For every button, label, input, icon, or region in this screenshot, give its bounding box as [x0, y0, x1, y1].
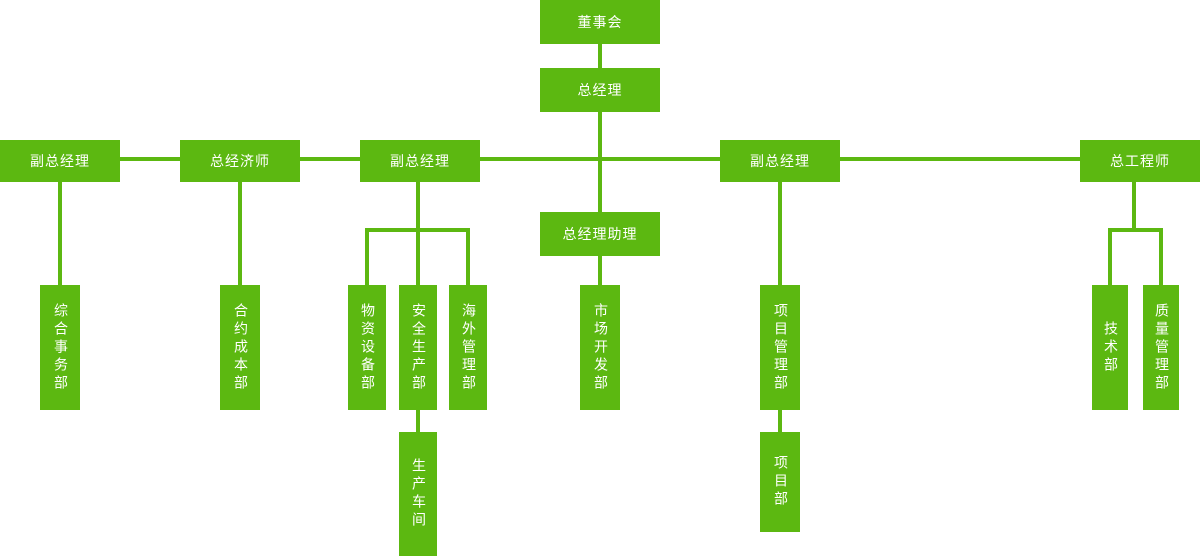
- connector-engineer-down: [1132, 182, 1136, 232]
- node-quality-management: 质量管理部: [1143, 285, 1179, 410]
- node-project-management: 项目管理部: [760, 285, 800, 410]
- connector-gm-assistant: [598, 112, 602, 212]
- node-deputy-gm-left-label: 副总经理: [30, 154, 90, 170]
- node-market-development: 市场开发部: [580, 285, 620, 410]
- connector-split-technology: [1108, 228, 1112, 285]
- connector-safety-workshop: [416, 410, 420, 432]
- node-chief-economist: 总经济师: [180, 140, 300, 182]
- node-general-affairs: 综合事务部: [40, 285, 80, 410]
- connector-split-quality: [1159, 228, 1163, 285]
- node-board-label: 董事会: [577, 15, 623, 31]
- connector-project-mgmt-project: [778, 410, 782, 432]
- node-project-dept-label: 项目部: [772, 455, 788, 509]
- node-deputy-gm-mid: 副总经理: [360, 140, 480, 182]
- connector-dgm-left-general-affairs: [58, 182, 62, 285]
- node-gm-assistant-label: 总经理助理: [562, 227, 638, 243]
- connector-mid-split-horizontal: [365, 228, 470, 232]
- connector-engineer-split-horizontal: [1108, 228, 1163, 232]
- connector-split-overseas: [466, 228, 470, 285]
- node-gm-assistant: 总经理助理: [540, 212, 660, 256]
- connector-economist-contract: [238, 182, 242, 285]
- connector-dgm-right-project-mgmt: [778, 182, 782, 285]
- node-chief-engineer-label: 总工程师: [1110, 154, 1170, 170]
- node-deputy-gm-left: 副总经理: [0, 140, 120, 182]
- node-general-affairs-label: 综合事务部: [52, 302, 68, 393]
- node-technology: 技术部: [1092, 285, 1128, 410]
- connector-dgm-mid-safety: [416, 182, 420, 285]
- node-chief-economist-label: 总经济师: [210, 154, 270, 170]
- node-deputy-gm-mid-label: 副总经理: [390, 154, 450, 170]
- node-production-workshop: 生产车间: [399, 432, 437, 556]
- node-general-manager: 总经理: [540, 68, 660, 112]
- node-production-workshop-label: 生产车间: [410, 458, 426, 530]
- node-general-manager-label: 总经理: [577, 83, 623, 99]
- node-chief-engineer: 总工程师: [1080, 140, 1200, 182]
- node-overseas-management: 海外管理部: [449, 285, 487, 410]
- node-contract-cost-label: 合约成本部: [232, 302, 248, 393]
- node-project-management-label: 项目管理部: [772, 302, 788, 393]
- node-overseas-management-label: 海外管理部: [460, 302, 476, 393]
- node-market-development-label: 市场开发部: [592, 302, 608, 393]
- connector-assistant-market: [598, 256, 602, 285]
- node-technology-label: 技术部: [1102, 320, 1118, 375]
- node-deputy-gm-right-label: 副总经理: [750, 154, 810, 170]
- node-contract-cost: 合约成本部: [220, 285, 260, 410]
- connector-board-gm: [598, 44, 602, 68]
- node-quality-management-label: 质量管理部: [1153, 302, 1169, 393]
- connector-main-horizontal: [58, 157, 1134, 161]
- node-deputy-gm-right: 副总经理: [720, 140, 840, 182]
- connector-split-material: [365, 228, 369, 285]
- node-material-equipment: 物资设备部: [348, 285, 386, 410]
- node-material-equipment-label: 物资设备部: [359, 302, 375, 393]
- node-project-dept: 项目部: [760, 432, 800, 532]
- node-safety-production-label: 安全生产部: [410, 302, 426, 393]
- node-board: 董事会: [540, 0, 660, 44]
- node-safety-production: 安全生产部: [399, 285, 437, 410]
